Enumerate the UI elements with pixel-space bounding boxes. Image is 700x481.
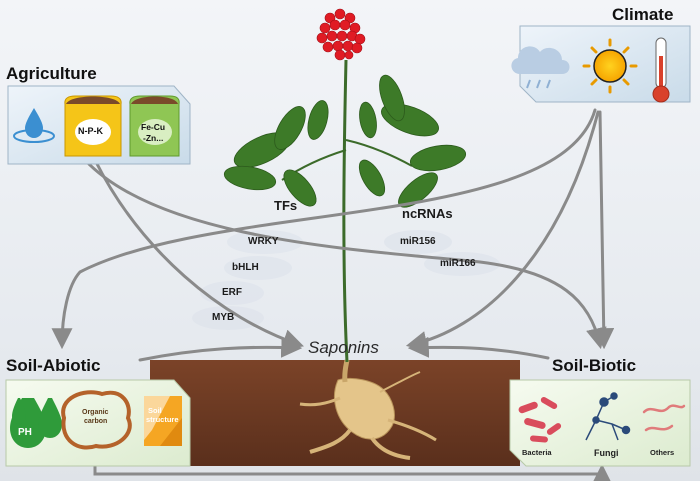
- gene-bubbles: [192, 230, 500, 330]
- agriculture-panel: [7, 85, 191, 165]
- soil-abiotic-panel: [5, 379, 191, 467]
- soil-structure-icon: [144, 396, 182, 446]
- cloud-rain-icon: [511, 46, 570, 89]
- soil-abiotic-heading: Soil-Abiotic: [6, 356, 101, 375]
- arrow-agriculture-soil-biotic: [83, 158, 607, 350]
- fungi-label: Fungi: [594, 448, 619, 458]
- soil-band: [150, 360, 520, 466]
- berry-cluster: [316, 8, 366, 61]
- tf-myb: MYB: [212, 312, 235, 323]
- arrow-soil-biotic-saponins: [407, 336, 550, 360]
- arrow-climate-saponins: [405, 110, 600, 352]
- organic-carbon-label-line1: Organic: [82, 409, 109, 416]
- organic-carbon-icon: [61, 390, 132, 450]
- saponins-label: Saponins: [308, 338, 379, 357]
- plant-stem: [342, 59, 349, 363]
- ncrna-mir156: miR156: [400, 236, 436, 247]
- arrow-soil-abiotic-saponins: [138, 336, 303, 362]
- water-drop-icon: [13, 108, 55, 143]
- thermometer-icon: [652, 37, 670, 103]
- soil-structure-label-line2: structure: [146, 415, 179, 424]
- climate-panel: [511, 25, 691, 103]
- ginseng-leaves: [223, 74, 467, 208]
- tfs-heading: TFs: [274, 198, 298, 213]
- micronutrient-bag-icon: [129, 95, 180, 157]
- ph-label: PH: [18, 427, 32, 438]
- arrow-agriculture-saponins: [93, 158, 304, 350]
- ncrna-mir166: miR166: [440, 258, 476, 269]
- worm-icon: [642, 404, 686, 432]
- others-label: Others: [650, 448, 675, 457]
- soil-biotic-panel: [509, 379, 691, 467]
- arrow-climate-soil-abiotic: [51, 108, 597, 350]
- soil-structure-label-line1: Soil: [148, 406, 162, 415]
- arrow-climate-soil-biotic: [593, 110, 615, 350]
- ginseng-root: [299, 359, 437, 460]
- tf-erf: ERF: [222, 287, 242, 298]
- arrow-soil-abiotic-soil-biotic: [93, 463, 613, 481]
- fertilizer-bag-icon: [64, 95, 122, 157]
- sun-icon: [582, 38, 638, 94]
- micronutrient-label-line1: Fe-Cu: [141, 122, 166, 132]
- bacteria-label: Bacteria: [522, 448, 552, 457]
- soil-biotic-heading: Soil-Biotic: [552, 356, 637, 375]
- ph-drop-icon: [10, 398, 62, 448]
- fungi-icon: [585, 392, 631, 441]
- bacteria-icon: [518, 397, 562, 443]
- tf-wrky: WRKY: [248, 236, 279, 247]
- climate-heading: Climate: [612, 5, 674, 24]
- agriculture-heading: Agriculture: [6, 64, 97, 83]
- tf-bhlh: bHLH: [232, 262, 259, 273]
- micronutrient-label-line2: -Zn...: [143, 133, 164, 143]
- npk-label: N-P-K: [78, 126, 103, 136]
- ncrnas-heading: ncRNAs: [402, 206, 453, 221]
- organic-carbon-label-line2: carbon: [84, 418, 108, 425]
